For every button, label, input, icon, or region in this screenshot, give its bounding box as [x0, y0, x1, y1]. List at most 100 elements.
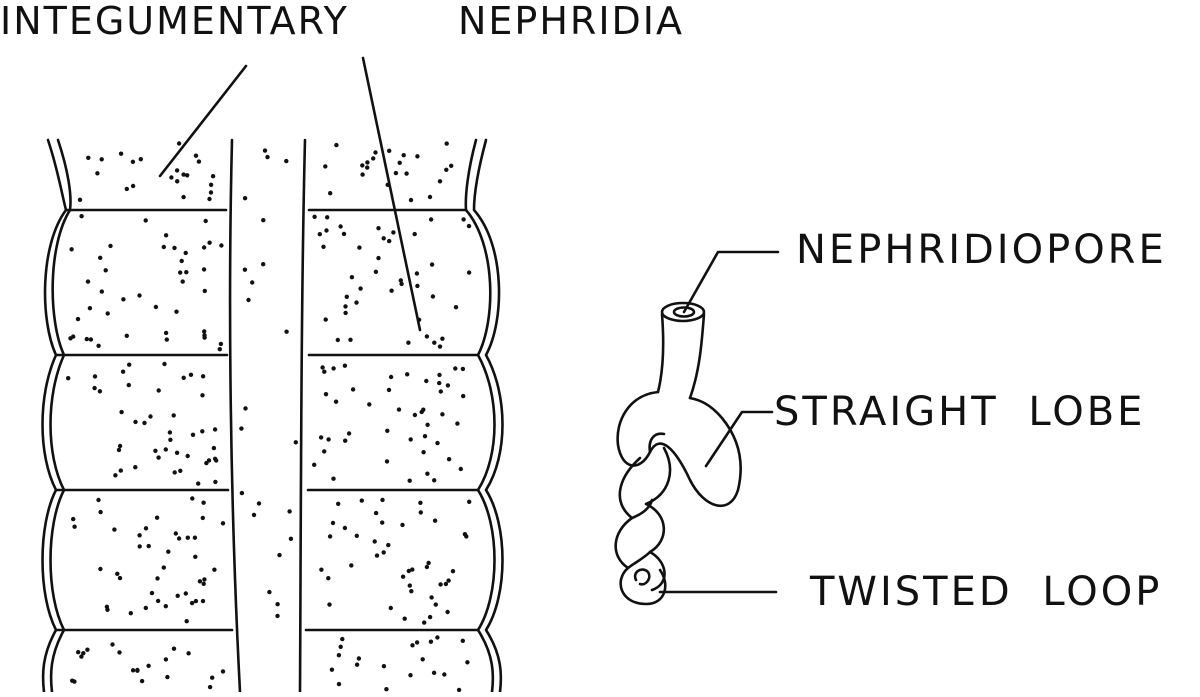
stipple-dot [424, 378, 429, 384]
stipple-dot [92, 374, 98, 379]
stipple-dot [200, 374, 206, 379]
nephridiopore-lumen [672, 306, 696, 318]
stipple-dot [207, 196, 212, 202]
stipple-dot [340, 636, 345, 642]
stipple-dot [336, 681, 342, 687]
stipple-dot [262, 148, 268, 153]
stipple-dot [387, 238, 392, 244]
stipple-dot [166, 549, 171, 554]
stipple-dot [397, 160, 402, 165]
stipple-dot [203, 218, 208, 224]
stipple-dot [201, 581, 206, 586]
stipple-dot [169, 175, 174, 180]
stipple-dot [360, 172, 365, 177]
stipple-dot [465, 660, 470, 665]
stipple-dot [165, 674, 170, 680]
stipple-dot [410, 643, 415, 648]
stipple-dot [400, 522, 405, 528]
stipple-dot [331, 366, 336, 371]
stipple-dot [172, 245, 177, 251]
stipple-dot [440, 336, 445, 341]
stipple-dot [424, 564, 430, 570]
stipple-dot [212, 456, 218, 461]
twisted-loop [630, 498, 654, 520]
stipple-dot [239, 490, 245, 496]
stipple-dot [408, 437, 413, 442]
stipple-dot [456, 687, 462, 693]
stipple-dot [127, 362, 132, 367]
stipple-dot [121, 297, 126, 302]
stipple-dot [412, 231, 417, 237]
stipple-dot [163, 447, 168, 452]
stipple-dot [98, 255, 103, 260]
stipple-dot [167, 430, 173, 435]
stipple-dot [322, 449, 327, 454]
stipple-dot [210, 174, 216, 179]
body-wall-right-outer [472, 138, 504, 694]
leader-line-integumentary [158, 64, 248, 178]
stipple-dot [201, 267, 207, 272]
stipple-dot [432, 518, 438, 523]
stipple-dot [130, 183, 136, 189]
stipple-dot [196, 481, 201, 486]
stipple-dot [415, 283, 420, 289]
stipple-dot [388, 374, 394, 380]
stipple-dot [321, 244, 326, 249]
stipple-dot [162, 361, 167, 367]
stipple-dot [92, 385, 97, 391]
stipple-dot [460, 366, 466, 372]
stipple-dot [343, 310, 348, 316]
nephridiopore-opening [660, 301, 706, 323]
stipple-dot [261, 262, 266, 267]
stipple-dot [143, 605, 148, 611]
stipple-dot [174, 450, 180, 455]
stipple-dot [466, 223, 472, 229]
stipple-dot [464, 534, 469, 539]
stipple-dot [437, 344, 443, 349]
stipple-dot [387, 148, 392, 153]
stipple-dot [408, 197, 414, 203]
stipple-dot [341, 231, 347, 237]
stipple-dot [365, 165, 370, 170]
stipple-dot [133, 465, 138, 470]
stipple-dot [87, 306, 93, 311]
stipple-dot [293, 440, 298, 445]
label-integumentary: INTEGUMENTARY [0, 0, 349, 43]
stipple-dot [427, 194, 433, 200]
stipple-dot [98, 566, 103, 572]
stipple-dot [373, 269, 379, 274]
stipple-dot [461, 217, 466, 222]
stipple-dot [284, 329, 289, 334]
stipple-dot [85, 279, 91, 284]
stipple-dot [342, 525, 348, 531]
stipple-dot [399, 281, 404, 287]
stipple-dot [440, 412, 445, 417]
stipple-dot [401, 153, 406, 158]
stipple-dot [126, 382, 131, 388]
stipple-dot [200, 429, 205, 434]
stipple-dot [326, 576, 331, 581]
stipple-dot [429, 262, 435, 267]
stipple-dot [119, 409, 124, 415]
stipple-dot [116, 447, 122, 453]
stipple-dot [336, 653, 342, 658]
stipple-dot [437, 380, 442, 386]
stipple-dot [275, 613, 280, 619]
stipple-dot [112, 527, 117, 532]
stipple-dot [437, 179, 443, 184]
stipple-dot [161, 244, 166, 250]
body-wall-left-inner [49, 138, 72, 694]
stipple-dot [342, 363, 348, 368]
stipple-dot [98, 509, 103, 515]
stipple-dot [287, 509, 292, 514]
stipple-dot [407, 583, 412, 588]
stipple-dot [407, 478, 412, 483]
stipple-dot [197, 579, 203, 584]
stipple-dot [193, 153, 199, 158]
stipple-dot [376, 226, 381, 231]
stipple-dot [171, 413, 176, 418]
stipple-dot [335, 337, 340, 343]
stipple-dot [267, 589, 272, 595]
stipple-dot [428, 217, 434, 222]
stipple-dot [396, 407, 402, 412]
